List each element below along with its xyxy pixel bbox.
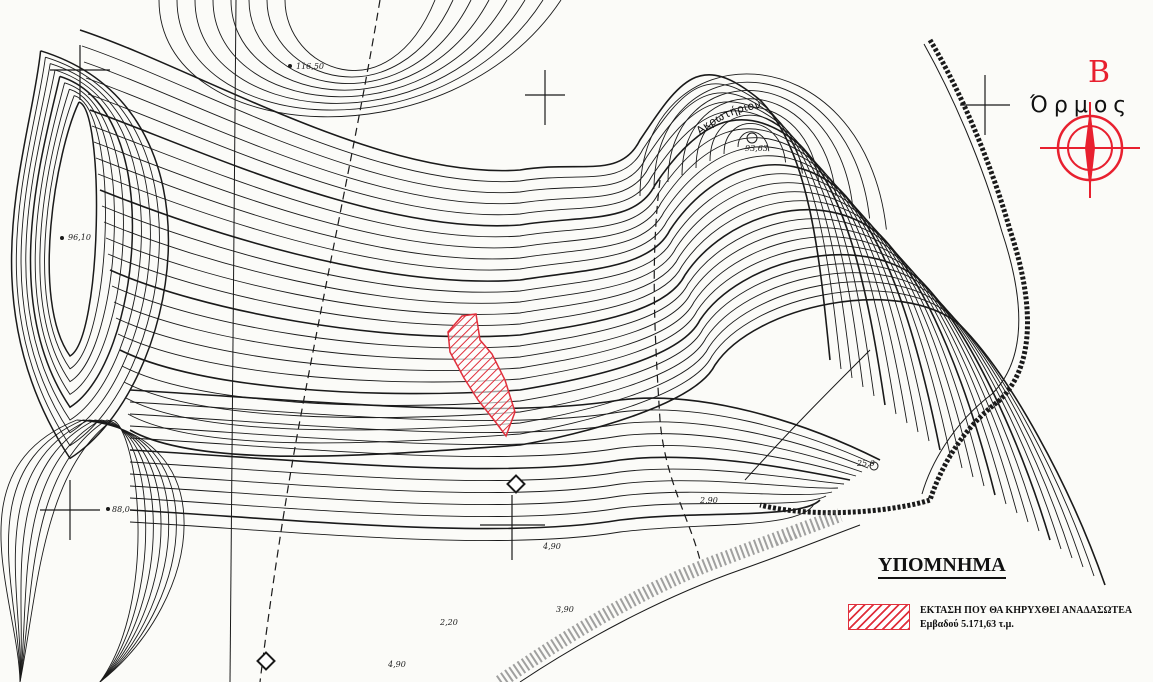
contour-line [709, 114, 803, 174]
contour-line [125, 281, 1084, 568]
contour-line [83, 61, 853, 379]
dashed-track [259, 0, 381, 682]
contour-line [158, 0, 562, 118]
contour-line [129, 389, 881, 461]
contour-line [129, 437, 857, 477]
legend-item-label: ΕΚΤΑΣΗ ΠΟΥ ΘΑ ΚΗΡΥΧΘΕΙ ΑΝΑΔΑΣΩΤΕΑ [920, 605, 1133, 616]
beach-edge [519, 524, 861, 682]
contour-line [107, 200, 985, 487]
contour-line [653, 81, 871, 219]
contour-line [129, 425, 863, 473]
elevation-label: 25,0 [856, 459, 875, 468]
contour-line [19, 419, 147, 682]
contour-line [103, 182, 963, 469]
contour-line [212, 0, 508, 98]
bay-label: Όρμος [1029, 93, 1132, 118]
contour-line [119, 253, 1051, 541]
contour-line [34, 82, 124, 396]
contour-line [25, 69, 142, 421]
contour-line [20, 63, 151, 434]
contour-line [48, 101, 98, 357]
elevation-label: 4,90 [542, 542, 561, 551]
contour-line [113, 227, 1018, 514]
contour-line [87, 93, 875, 397]
elevation-label: 88,0 [112, 505, 130, 514]
contour-line [19, 419, 139, 682]
contour-line [81, 45, 842, 370]
contour-line [129, 461, 845, 485]
contour-line [284, 0, 436, 71]
coastline-inner [921, 43, 1020, 495]
contour-line [667, 90, 854, 208]
coastline [759, 38, 1030, 516]
contour-line [15, 56, 160, 447]
elevation-label: 4,90 [387, 660, 406, 669]
contour-line [129, 413, 869, 469]
contour-line [109, 209, 996, 496]
contour-line [129, 401, 875, 465]
legend-hatch-swatch [848, 604, 910, 630]
contour-line [129, 499, 821, 530]
contour-line [19, 419, 162, 682]
contour-line [230, 0, 490, 91]
cross-marks [40, 45, 1010, 560]
north-compass [1040, 102, 1140, 198]
dashed-track-ridge [653, 179, 701, 561]
contour-line [89, 109, 886, 406]
contour-line [117, 245, 1040, 532]
contour-line [194, 0, 526, 104]
contour-line [129, 495, 827, 518]
contour-line [248, 0, 472, 84]
contour-line [85, 77, 864, 388]
contour-line [123, 272, 1073, 559]
contour-line [266, 0, 454, 78]
contour-line [10, 50, 170, 460]
contour-line [115, 236, 1029, 523]
contour-line [0, 419, 185, 682]
contour-line [93, 137, 908, 424]
contour-line [129, 449, 851, 481]
contour-line [129, 485, 833, 506]
contour-line [111, 218, 1007, 505]
legend-area-text: Εμβαδού 5.171,63 τ.μ. [920, 619, 1014, 630]
elevation-label: 2,20 [439, 618, 458, 627]
grid-line-vertical [229, 0, 237, 682]
elevation-label: 93,63 [745, 144, 768, 153]
north-letter: Β [1088, 55, 1110, 90]
boundary-line [744, 349, 871, 481]
contour-line [681, 98, 837, 197]
contour-line [105, 191, 974, 478]
contour-line [79, 29, 831, 361]
contour-line [129, 473, 839, 494]
legend-title: ΥΠΟΜΝΗΜΑ [878, 553, 1006, 579]
contour-lines [0, 0, 1106, 682]
diamond-markers [256, 474, 526, 671]
contour-line [101, 173, 952, 460]
contour-line [99, 164, 941, 451]
contour-line [44, 95, 106, 370]
contour-line [19, 419, 154, 682]
contour-line [7, 419, 177, 682]
contour-line [695, 106, 820, 185]
elevation-label: 2,90 [699, 496, 718, 505]
contour-line [97, 155, 930, 442]
contour-line [129, 503, 815, 542]
contour-line [121, 263, 1062, 550]
contour-line [127, 290, 1095, 577]
contour-line [723, 123, 787, 163]
elevation-label: 3,90 [556, 605, 574, 614]
elevation-label: 116,50 [296, 62, 324, 71]
contour-line [14, 419, 170, 682]
reforestation-area [447, 313, 516, 438]
elevation-label: 96,10 [68, 233, 91, 242]
contour-line [29, 75, 134, 409]
elevation-points: 116,50 93,63 96,10 88,0 25,0 4,90 2,20 2… [60, 62, 879, 669]
beach-strip [495, 508, 843, 682]
contour-line [39, 88, 115, 383]
contour-line [91, 125, 897, 415]
contour-line [737, 131, 770, 152]
